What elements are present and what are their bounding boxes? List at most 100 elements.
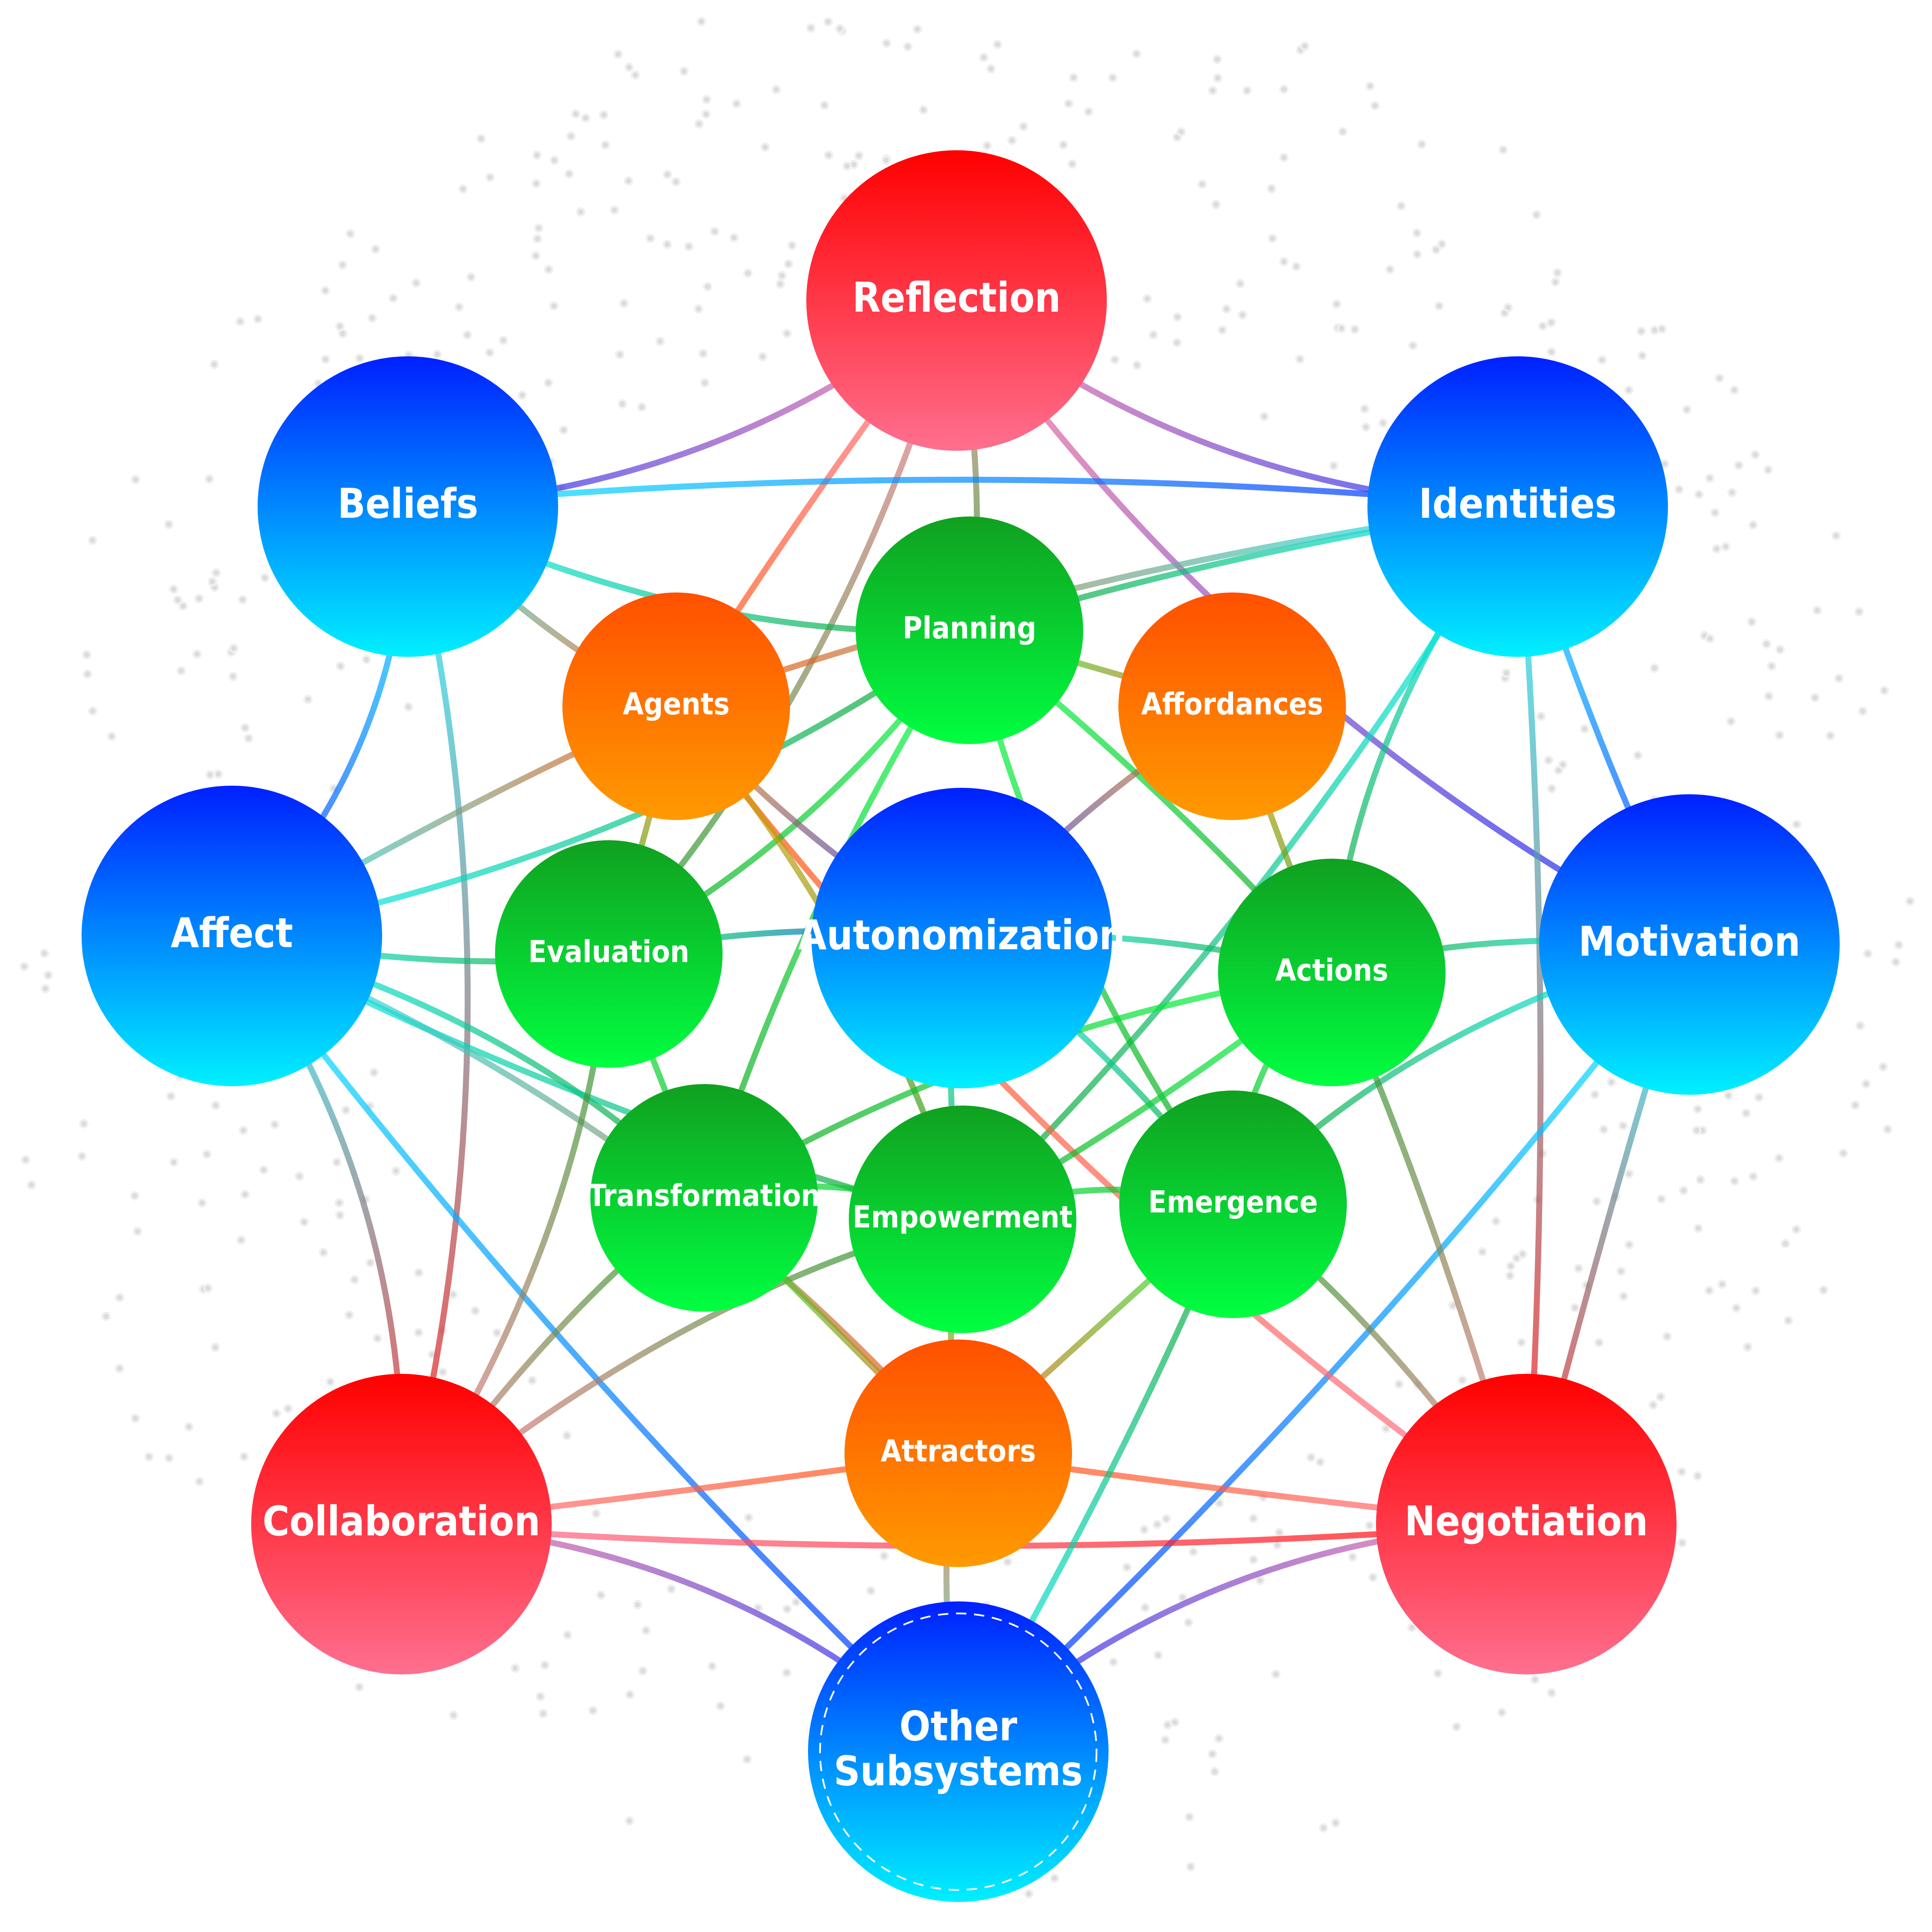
background-dot-core: [1270, 236, 1275, 241]
background-dot-core: [23, 1157, 28, 1163]
background-dot-core: [430, 1352, 435, 1358]
background-dot-core: [211, 361, 217, 367]
background-dot-core: [1251, 1557, 1256, 1562]
background-dot-core: [29, 1182, 34, 1188]
background-dot-core: [1596, 1340, 1602, 1346]
node-label: Agents: [623, 687, 730, 722]
background-dot-core: [1479, 1249, 1485, 1255]
node-beliefs[interactable]: Beliefs: [258, 356, 558, 657]
background-dot-core: [640, 1668, 646, 1674]
node-agents[interactable]: Agents: [562, 592, 790, 820]
background-dot-core: [166, 522, 172, 527]
background-dot-core: [626, 178, 631, 184]
background-dot-core: [171, 1159, 176, 1165]
background-dot-core: [1086, 109, 1091, 115]
background-dot-core: [1215, 57, 1220, 62]
node-affordances[interactable]: Affordances: [1118, 592, 1346, 820]
background-dot-core: [546, 380, 551, 386]
background-dot-core: [837, 26, 843, 31]
node-autonomization[interactable]: Autonomization: [798, 788, 1125, 1088]
node-transformation[interactable]: Transformation: [588, 1084, 820, 1312]
background-dot-core: [534, 181, 539, 186]
background-dot-core: [620, 401, 625, 407]
node-affect[interactable]: Affect: [82, 786, 382, 1086]
background-dot-core: [583, 115, 588, 121]
background-dot-core: [1812, 695, 1818, 701]
node-label: Planning: [902, 611, 1036, 646]
background-dot-core: [1507, 1273, 1513, 1279]
background-dot-core: [1174, 134, 1180, 140]
background-dot-core: [995, 42, 1000, 47]
background-dot-core: [1857, 1023, 1863, 1028]
background-dot-core: [1504, 670, 1509, 676]
background-dot-core: [1186, 1619, 1191, 1625]
background-dot-core: [1744, 1110, 1749, 1116]
background-dot-core: [534, 152, 540, 158]
node-actions[interactable]: Actions: [1218, 859, 1446, 1086]
background-dot-core: [762, 144, 768, 150]
background-dot-core: [1294, 264, 1299, 269]
background-dot-core: [352, 1277, 357, 1282]
background-dot-core: [617, 352, 623, 357]
background-dot-core: [175, 597, 180, 603]
background-dot-core: [1745, 1344, 1750, 1350]
background-dot-core: [1331, 463, 1337, 468]
node-negotiation[interactable]: Negotiation: [1376, 1374, 1677, 1674]
background-dot-core: [745, 270, 750, 276]
background-dot-core: [746, 1515, 751, 1520]
background-dot-core: [1736, 462, 1741, 468]
background-dot-core: [635, 1602, 641, 1607]
node-empowerment[interactable]: Empowerment: [849, 1106, 1076, 1333]
background-dot-core: [375, 1336, 380, 1341]
background-dot-core: [1334, 301, 1340, 307]
background-dot-core: [135, 1228, 140, 1234]
background-dot-core: [1719, 1282, 1725, 1287]
node-planning[interactable]: Planning: [856, 516, 1083, 744]
node-identities[interactable]: Identities: [1367, 356, 1668, 657]
node-label: Collaboration: [262, 1498, 540, 1545]
node-reflection[interactable]: Reflection: [806, 150, 1107, 451]
node-collaboration[interactable]: Collaboration: [251, 1374, 552, 1674]
background-dot-core: [1155, 1653, 1161, 1658]
node-attractors[interactable]: Attractors: [844, 1340, 1072, 1567]
background-dot-core: [1777, 647, 1783, 653]
node-label: Emergence: [1148, 1185, 1318, 1220]
background-dot-core: [793, 1599, 799, 1605]
node-label: Identities: [1419, 480, 1617, 528]
node-label: Reflection: [852, 274, 1061, 322]
node-evaluation[interactable]: Evaluation: [495, 840, 723, 1068]
background-dot-core: [84, 652, 89, 658]
background-dot-core: [881, 1553, 887, 1558]
background-dot-core: [1712, 510, 1718, 516]
background-dot-core: [615, 52, 621, 57]
background-dot-core: [1409, 1625, 1415, 1630]
background-dot-core: [1750, 522, 1756, 528]
background-dot-core: [1165, 1722, 1170, 1728]
background-dot-core: [1419, 142, 1425, 147]
background-dot-core: [789, 243, 795, 248]
background-dot-core: [42, 951, 47, 956]
background-dot-core: [1885, 1127, 1890, 1132]
node-motivation[interactable]: Motivation: [1539, 794, 1840, 1095]
background-dot-core: [1777, 732, 1782, 738]
background-dot-core: [546, 267, 551, 272]
background-dot-core: [565, 1632, 570, 1638]
background-dot-core: [1508, 1263, 1513, 1269]
background-dot-core: [337, 1212, 343, 1218]
background-dot-core: [1555, 270, 1560, 276]
background-dot-core: [1124, 1564, 1130, 1570]
background-dot-core: [1009, 138, 1015, 143]
background-dot-core: [465, 332, 470, 338]
background-dot-core: [338, 663, 343, 669]
background-dot-core: [197, 1479, 202, 1484]
background-dot-core: [1638, 328, 1644, 334]
background-dot-core: [1460, 1377, 1465, 1383]
node-emergence[interactable]: Emergence: [1119, 1091, 1347, 1318]
background-dot-core: [286, 1406, 291, 1412]
background-dot-core: [1723, 544, 1728, 550]
background-dot-core: [186, 1424, 192, 1430]
background-dot-core: [1814, 608, 1820, 613]
background-dot-core: [868, 1588, 874, 1594]
background-dot-core: [1383, 1426, 1389, 1431]
